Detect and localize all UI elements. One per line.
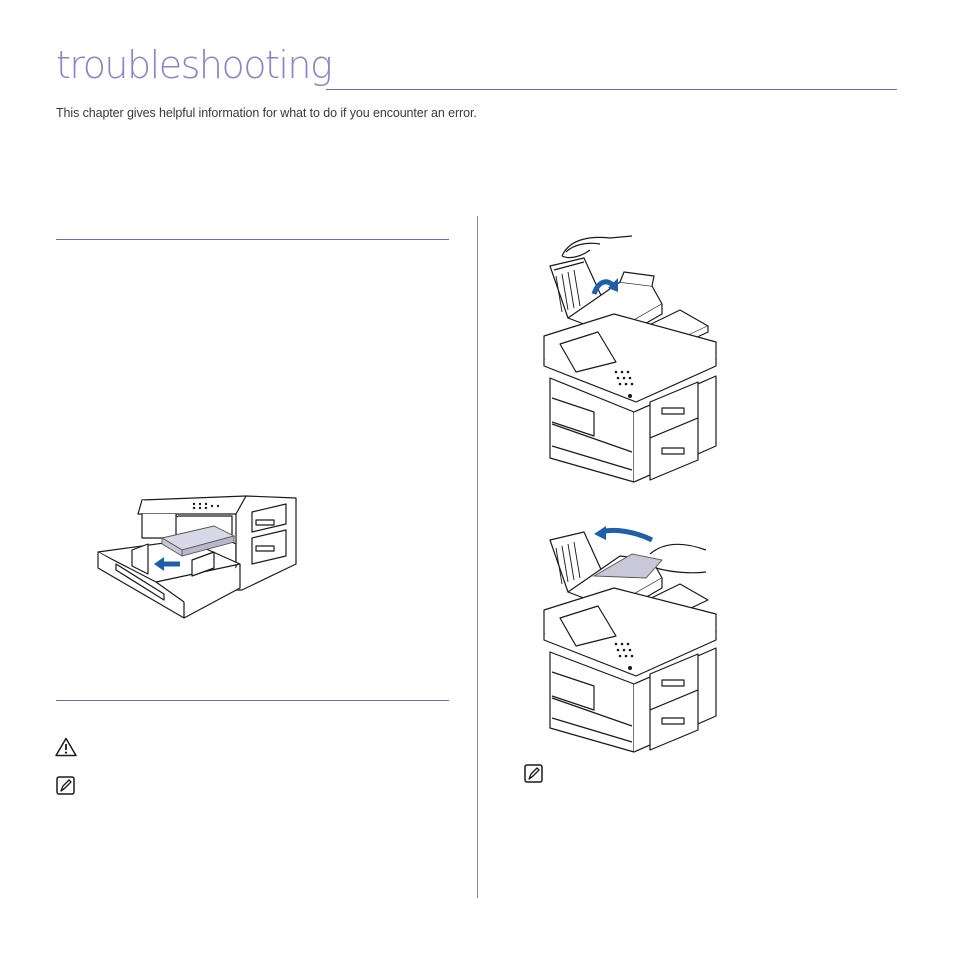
section-rule-bottom [56,700,449,701]
note-icon [524,764,543,783]
caution-icon [55,737,77,757]
note-icon [56,776,75,795]
adf-cover-open-illustration [543,235,717,483]
section-rule-top [56,239,449,240]
page-title: troubleshooting [56,43,333,87]
tray-paper-insert-illustration [97,495,297,619]
column-divider [477,216,478,898]
adf-remove-jam-illustration [543,526,717,753]
title-rule [326,89,897,90]
chapter-intro: This chapter gives helpful information f… [56,106,477,120]
